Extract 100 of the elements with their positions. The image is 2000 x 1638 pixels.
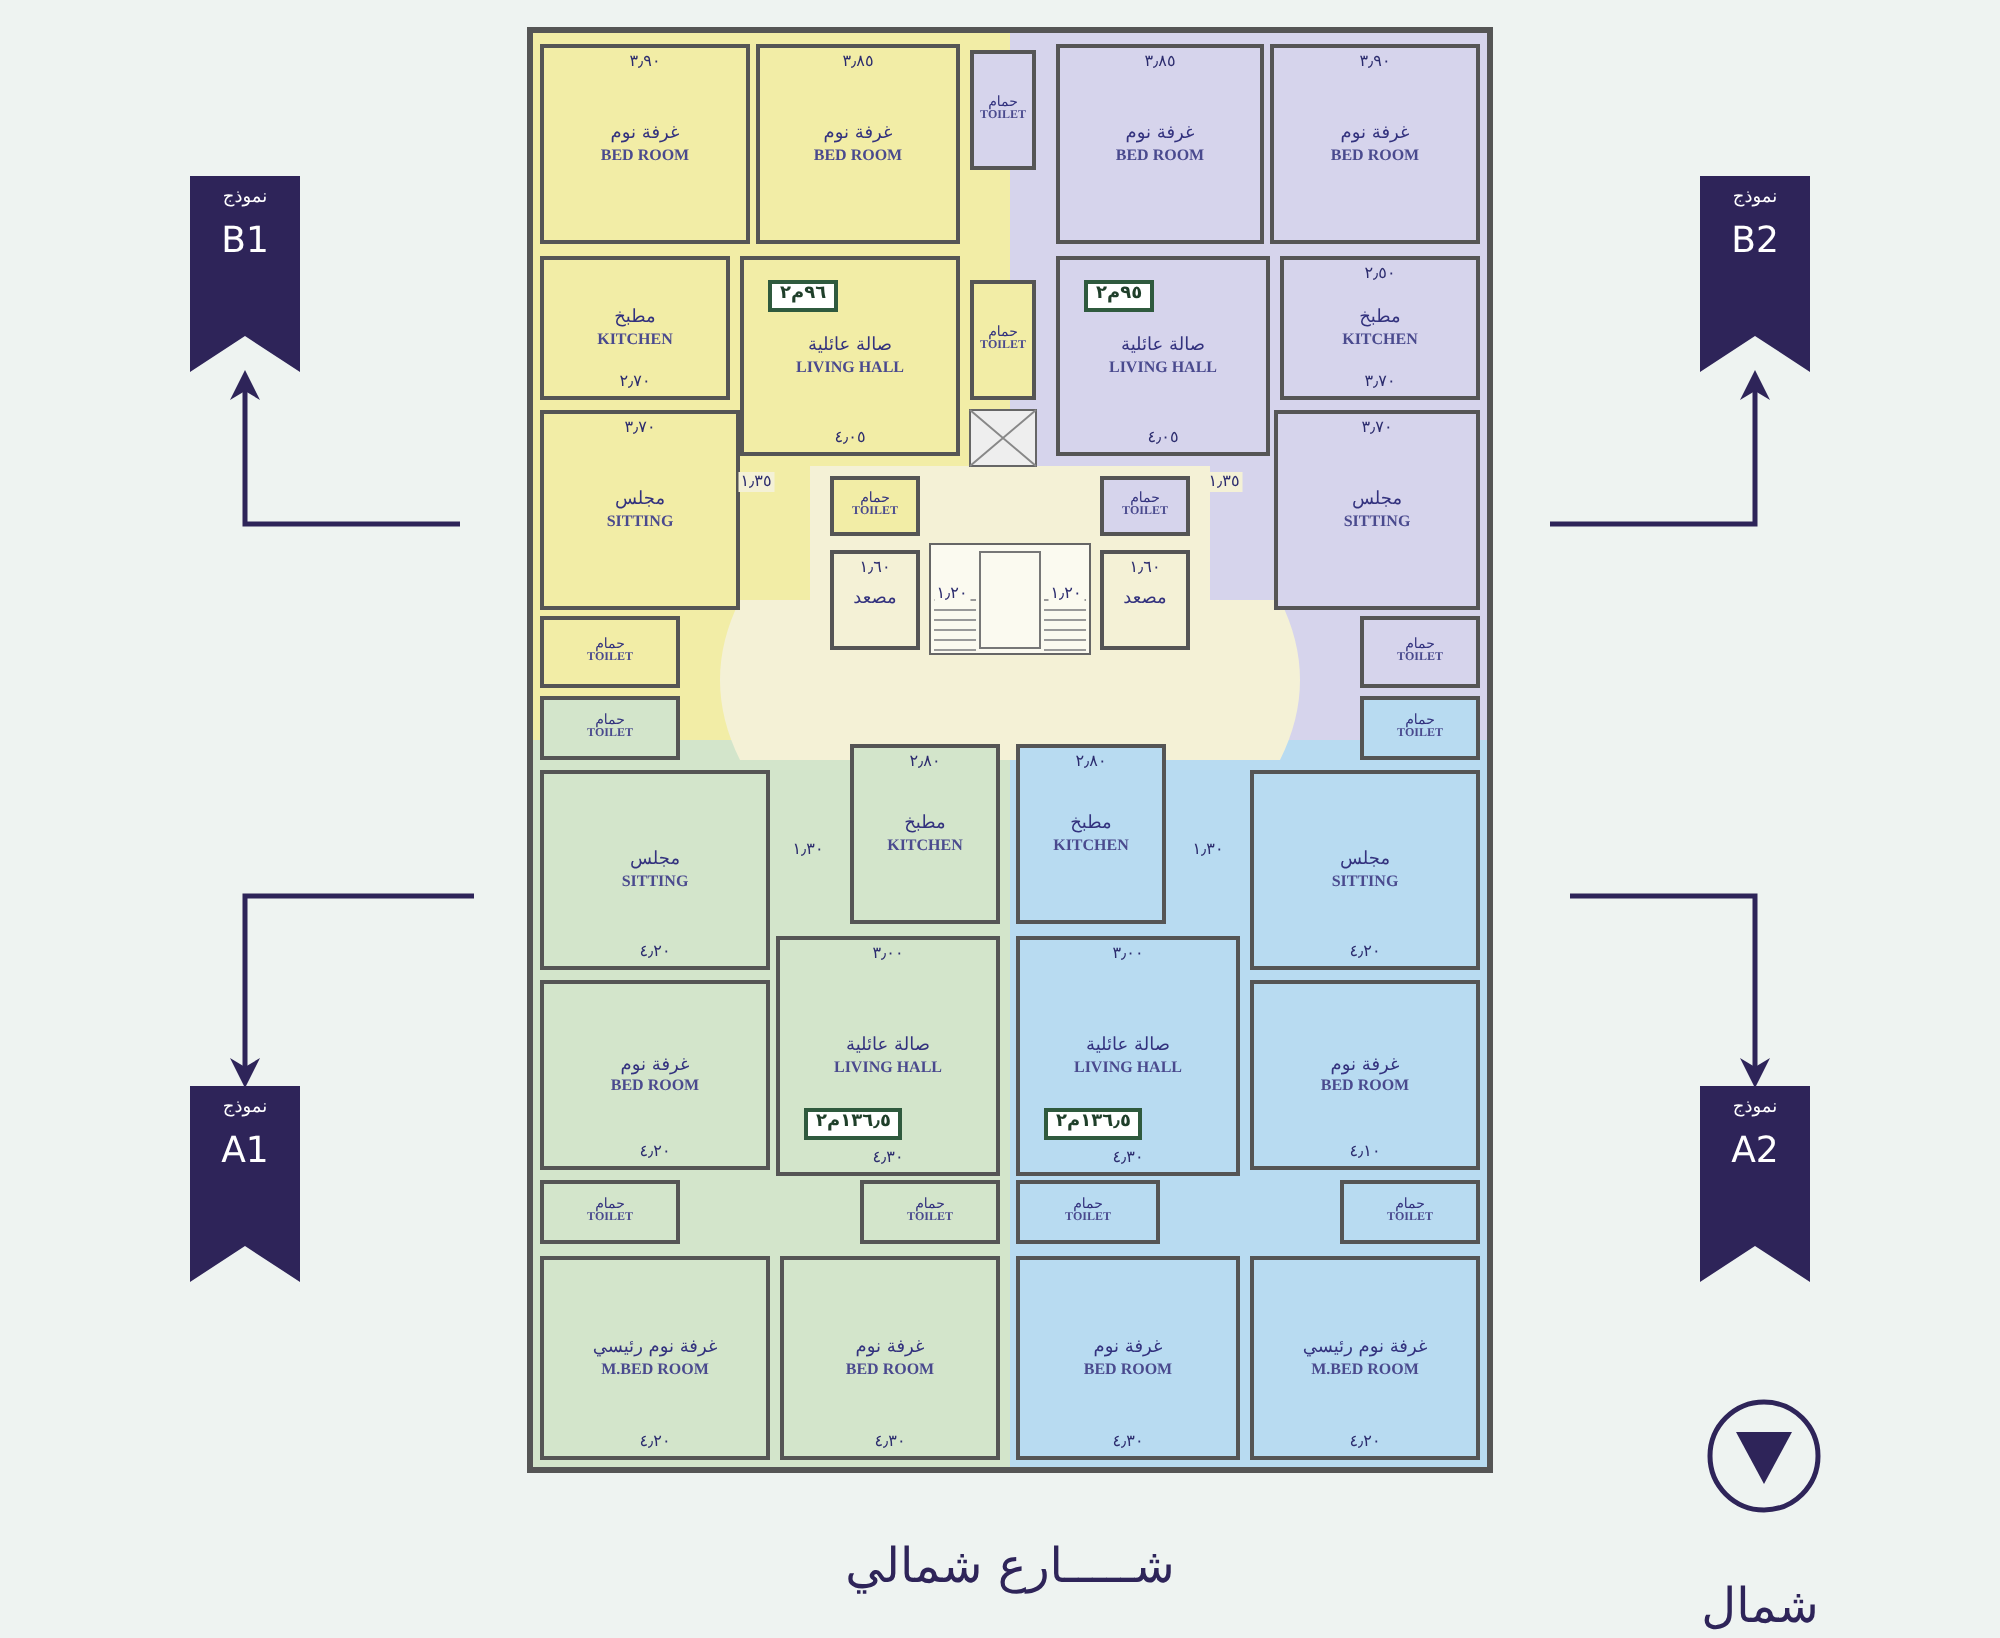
living-hall xyxy=(1016,936,1240,1176)
room-name-english: SITTING xyxy=(621,871,689,891)
toilet xyxy=(1340,1180,1480,1244)
room-name: مجلس xyxy=(614,489,666,512)
badge-caption: نموذج xyxy=(222,188,268,208)
room-name: غرفة نوم xyxy=(855,1337,925,1360)
room-name: صالة عائلية xyxy=(808,335,892,358)
sitting-room xyxy=(1250,770,1480,970)
room-name-english: M.BED ROOM xyxy=(1311,1359,1419,1379)
model-ribbon-badge xyxy=(1700,1086,1810,1282)
dimension-label: ٤٫٠٥ xyxy=(1147,430,1179,446)
dimension-label: ٤٫٣٠ xyxy=(1112,1150,1144,1166)
area-label: ١٣٦٫٥م٢ xyxy=(804,1108,903,1140)
dimension-label: ٣٫٧٠ xyxy=(1364,374,1396,390)
elevator xyxy=(830,550,920,650)
room-name-english: BED ROOM xyxy=(1330,145,1420,165)
room-name: غرفة نوم xyxy=(1125,123,1195,146)
room-name: صالة عائلية xyxy=(1086,1035,1170,1058)
living-hall xyxy=(740,256,960,456)
dimension-label: ٤٫٢٠ xyxy=(1349,944,1381,960)
dimension-label: ٢٫٥٠ xyxy=(1364,266,1396,282)
dimension-label: ٤٫٢٠ xyxy=(639,1144,671,1160)
room-name: مطبخ xyxy=(1070,813,1112,836)
room-name: مجلس xyxy=(629,849,681,872)
room-name: مطبخ xyxy=(1359,307,1401,330)
badge-caption: نموذج xyxy=(1732,1098,1778,1118)
room-name: غرفة نوم xyxy=(1093,1337,1163,1360)
room-name: مطبخ xyxy=(614,307,656,330)
bedroom xyxy=(756,44,960,244)
room-name: صالة عائلية xyxy=(846,1035,930,1058)
area-label: ٩٦م٢ xyxy=(768,280,839,312)
dimension-label: ١٫٢٠ xyxy=(1048,584,1084,604)
room-name-english: LIVING HALL xyxy=(1073,1057,1182,1077)
dimension-label: ١٫٣٠ xyxy=(1190,840,1226,860)
dimension-label: ٣٫٩٠ xyxy=(1359,54,1391,70)
sitting-room xyxy=(540,770,770,970)
master-bedroom xyxy=(1250,1256,1480,1460)
toilet xyxy=(860,1180,1000,1244)
model-code: A2 xyxy=(1731,1130,1779,1172)
kitchen xyxy=(540,256,730,400)
dimension-label: ٤٫٣٠ xyxy=(874,1434,906,1450)
room-name-english: KITCHEN xyxy=(1342,329,1418,349)
room-name-english: SITTING xyxy=(1343,511,1411,531)
model-code: B1 xyxy=(221,220,269,262)
kitchen xyxy=(1016,744,1166,924)
dimension-label: ٣٫٩٠ xyxy=(629,54,661,70)
bedroom xyxy=(1016,1256,1240,1460)
room-name: غرفة نوم xyxy=(823,123,893,146)
area-label: ١٣٦٫٥م٢ xyxy=(1044,1108,1143,1140)
dimension-label: ١٫٦٠ xyxy=(859,560,891,576)
dimension-label: ١٫٣٠ xyxy=(790,840,826,860)
sitting-room xyxy=(540,410,740,610)
room-name-english: BED ROOM xyxy=(1320,1076,1410,1096)
living-hall xyxy=(776,936,1000,1176)
room-name-english: LIVING HALL xyxy=(833,1057,942,1077)
room-name-english: M.BED ROOM xyxy=(601,1359,709,1379)
toilet xyxy=(970,280,1036,400)
arrow xyxy=(1570,893,1770,1088)
dimension-label: ٤٫٢٠ xyxy=(639,944,671,960)
dimension-label: ٢٫٨٠ xyxy=(909,754,941,770)
room-name-english: LIVING HALL xyxy=(1108,357,1217,377)
dimension-label: ٣٫٨٥ xyxy=(842,54,874,70)
master-bedroom xyxy=(540,1256,770,1460)
toilet xyxy=(830,476,920,536)
room-name: مصعد xyxy=(1123,589,1167,611)
dimension-label: ٣٫٠٠ xyxy=(1112,946,1144,962)
bedroom xyxy=(780,1256,1000,1460)
room-name-english: BED ROOM xyxy=(1115,145,1205,165)
room-name: مجلس xyxy=(1339,849,1391,872)
sitting-room xyxy=(1274,410,1480,610)
room-name-english: SITTING xyxy=(606,511,674,531)
dimension-label: ٤٫٢٠ xyxy=(639,1434,671,1450)
room-name: غرفة نوم xyxy=(1340,123,1410,146)
street-name: شـــــارع شمالي xyxy=(843,1540,1177,1592)
room-name-english: LIVING HALL xyxy=(795,357,904,377)
area-label: ٩٥م٢ xyxy=(1084,280,1155,312)
toilet xyxy=(970,50,1036,170)
arrow xyxy=(230,893,474,1088)
dimension-label: ٣٫٧٠ xyxy=(624,420,656,436)
model-ribbon-badge xyxy=(190,176,300,372)
model-ribbon-badge xyxy=(1700,176,1810,372)
dimension-label: ٤٫٢٠ xyxy=(1349,1434,1381,1450)
living-hall xyxy=(1056,256,1270,456)
bedroom xyxy=(1270,44,1480,244)
toilet xyxy=(1100,476,1190,536)
dimension-label: ٤٫٣٠ xyxy=(872,1150,904,1166)
model-code: A1 xyxy=(221,1130,269,1172)
room-name: مجلس xyxy=(1351,489,1403,512)
dimension-label: ٤٫٠٥ xyxy=(834,430,866,446)
kitchen xyxy=(850,744,1000,924)
room-name: غرفة نوم xyxy=(610,123,680,146)
dimension-label: ٣٫٨٥ xyxy=(1144,54,1176,70)
room-name-english: KITCHEN xyxy=(597,329,673,349)
north-label: شمال xyxy=(1699,1580,1821,1632)
room-name-english: KITCHEN xyxy=(1053,835,1129,855)
dimension-label: ١٫٦٠ xyxy=(1129,560,1161,576)
room-name-english: BED ROOM xyxy=(1083,1359,1173,1379)
room-name: صالة عائلية xyxy=(1121,335,1205,358)
room-name: غرفة نوم رئيسي xyxy=(1302,1337,1428,1360)
toilet xyxy=(540,696,680,760)
